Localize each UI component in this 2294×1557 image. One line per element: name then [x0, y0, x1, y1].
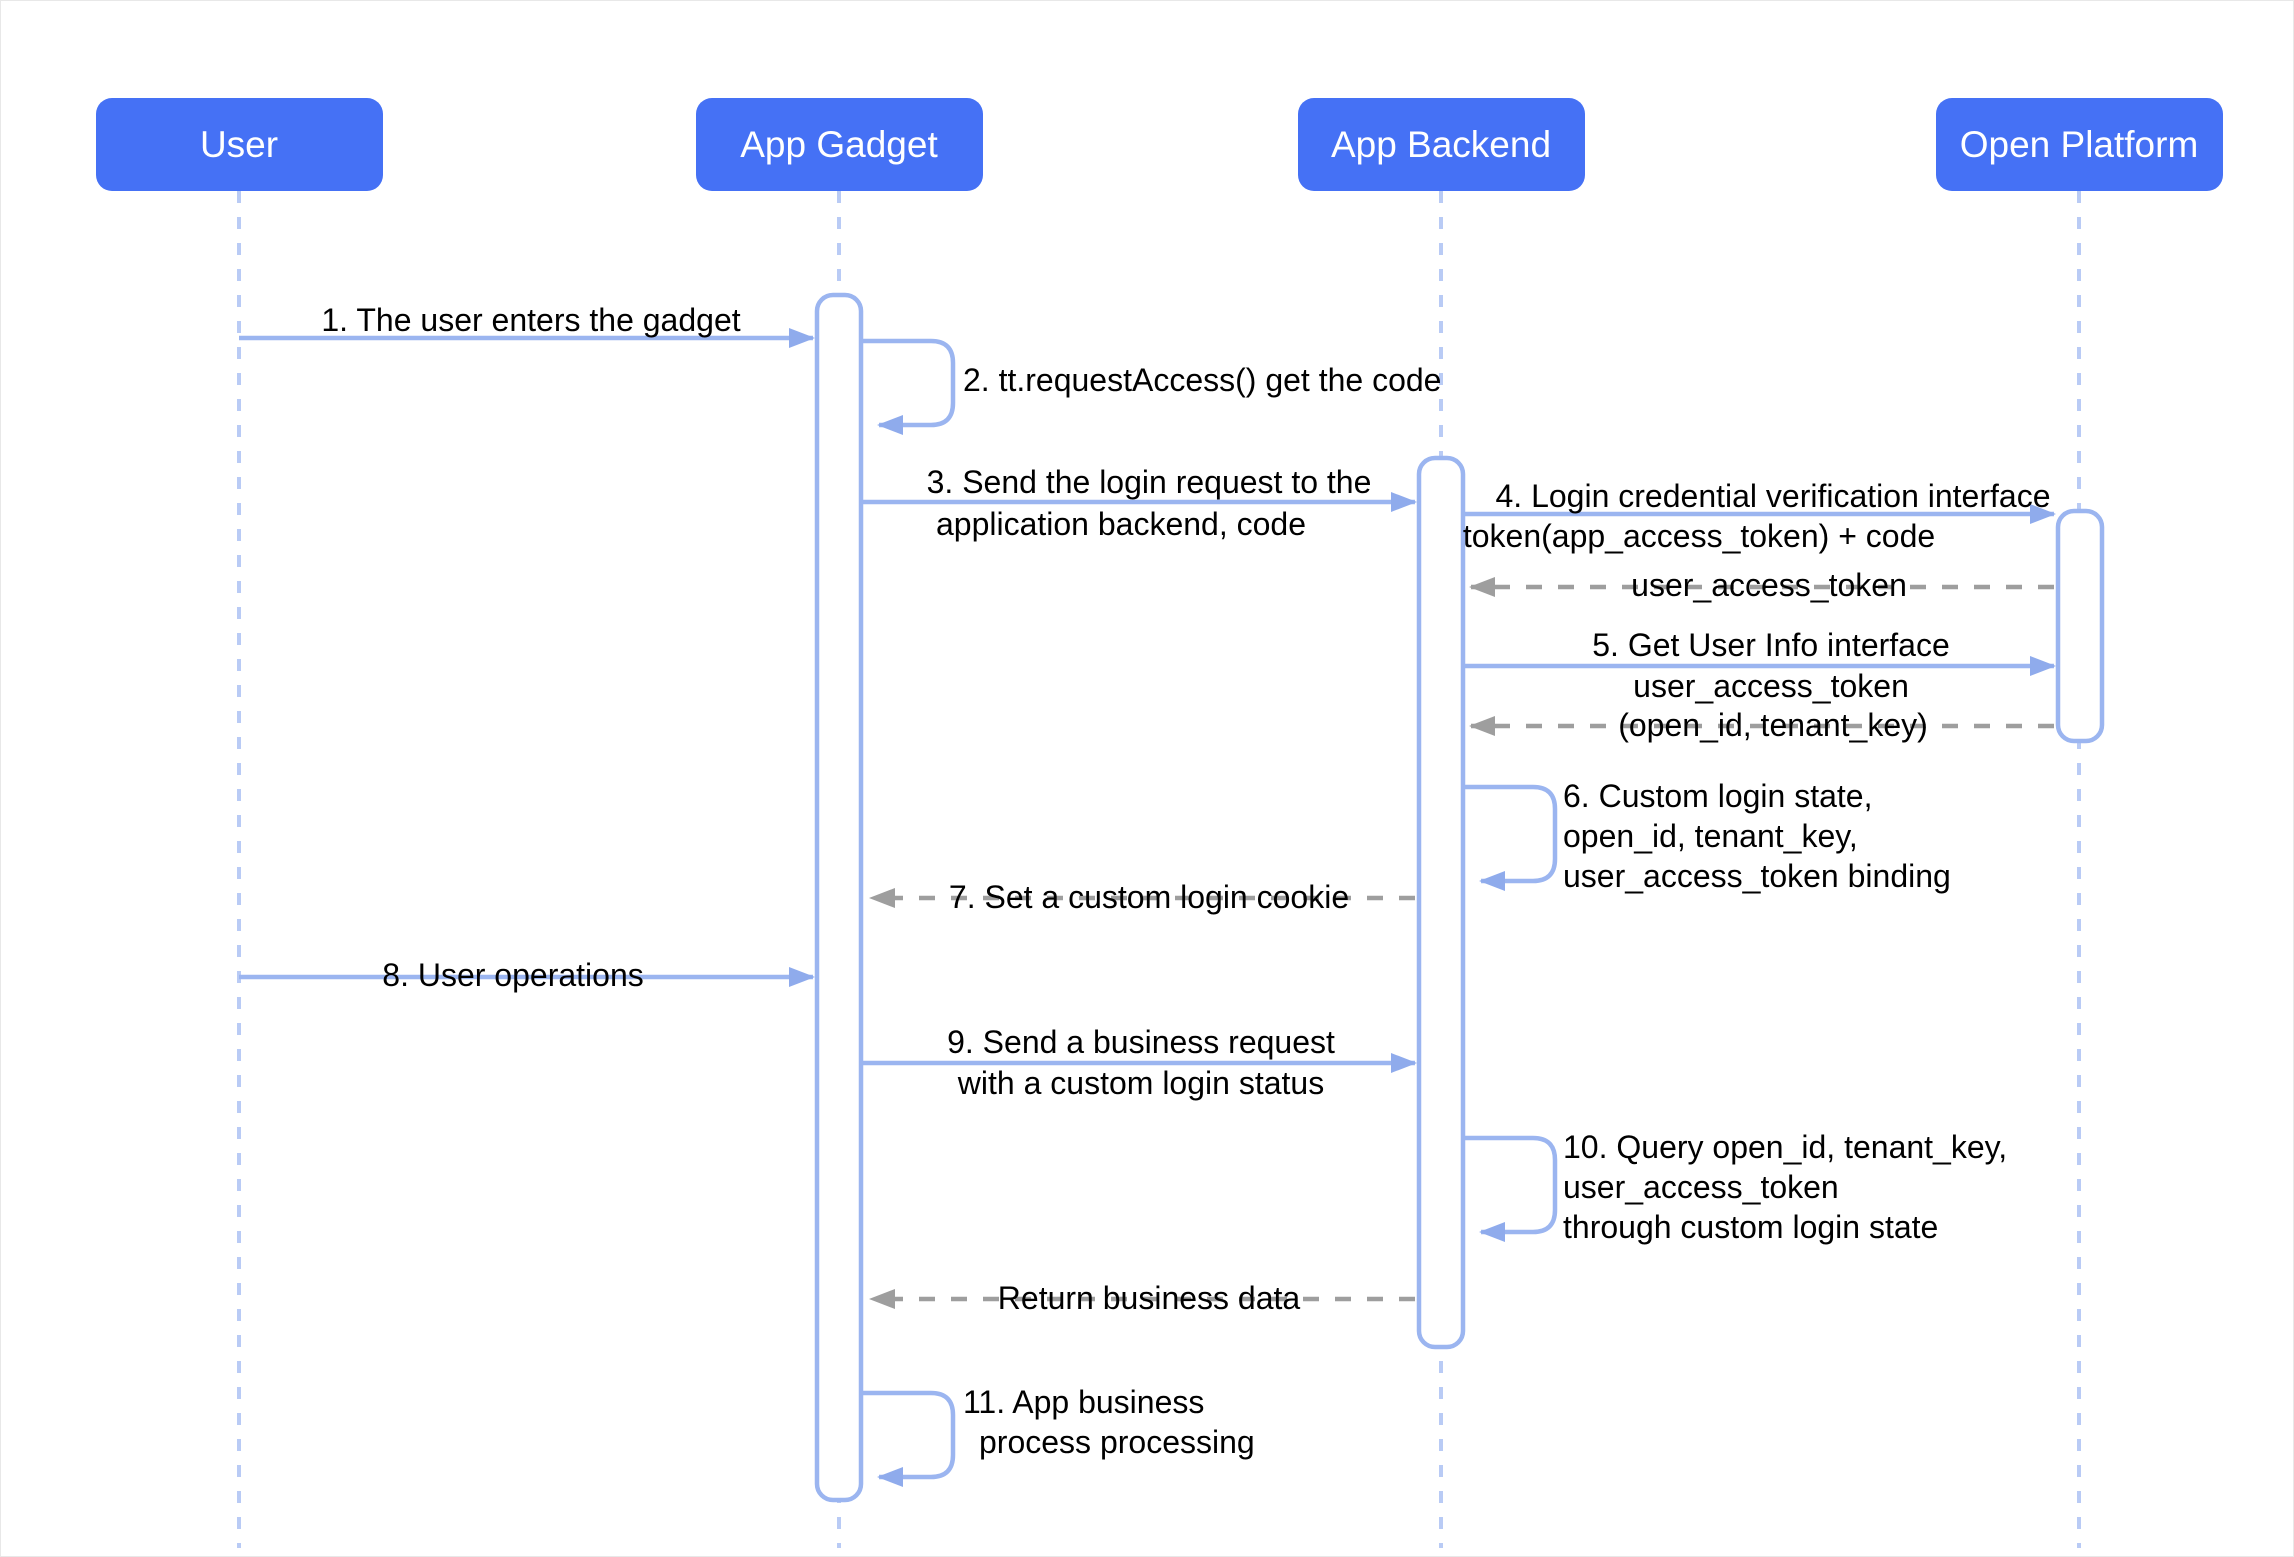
activation-app-gadget: [814, 292, 864, 1503]
actor-box-app-gadget[interactable]: [696, 98, 983, 191]
message-4-label-line2: token(app_access_token) + code: [1463, 518, 1935, 554]
message-4-return: user_access_token: [1469, 567, 2054, 603]
message-11-label-line1: 11. App business: [963, 1384, 1204, 1420]
message-1-label: 1. The user enters the gadget: [321, 302, 740, 338]
actor-label-app-backend: App Backend: [1331, 124, 1551, 165]
message-4-label-line1: 4. Login credential verification interfa…: [1496, 478, 2051, 514]
actor-app-backend[interactable]: App Backend: [1298, 98, 1585, 191]
message-5-label-line2: user_access_token: [1633, 668, 1909, 704]
message-11-label-line2: process processing: [979, 1424, 1255, 1460]
message-4: 4. Login credential verification interfa…: [1463, 478, 2056, 554]
message-10-label-line1: 10. Query open_id, tenant_key,: [1563, 1129, 2007, 1165]
actor-user[interactable]: User: [96, 98, 383, 191]
message-5: 5. Get User Info interface user_access_t…: [1463, 627, 2056, 704]
message-3: 3. Send the login request to the applica…: [861, 464, 1417, 542]
message-9: 9. Send a business request with a custom…: [861, 1024, 1417, 1101]
message-10: 10. Query open_id, tenant_key, user_acce…: [1463, 1129, 2007, 1245]
message-3-label-line2: application backend, code: [936, 506, 1306, 542]
actor-box-app-backend[interactable]: [1298, 98, 1585, 191]
message-6-selfloop: [1463, 784, 1558, 891]
message-5-label-line1: 5. Get User Info interface: [1592, 627, 1950, 663]
message-6-label-line3: user_access_token binding: [1563, 858, 1951, 894]
message-9-label-line1: 9. Send a business request: [947, 1024, 1335, 1060]
message-4-return-label: user_access_token: [1631, 567, 1907, 603]
message-11-selfloop: [861, 1390, 956, 1487]
message-7-label: 7. Set a custom login cookie: [949, 879, 1349, 915]
actor-label-open-platform: Open Platform: [1960, 124, 2199, 165]
message-return-label: Return business data: [998, 1280, 1301, 1316]
message-3-label-line1: 3. Send the login request to the: [927, 464, 1372, 500]
message-7: 7. Set a custom login cookie: [869, 879, 1415, 915]
message-9-label-line2: with a custom login status: [957, 1065, 1324, 1101]
message-6: 6. Custom login state, open_id, tenant_k…: [1463, 778, 1951, 894]
message-8: 8. User operations: [239, 957, 815, 993]
message-5-return-label: (open_id, tenant_key): [1618, 707, 1928, 743]
message-2-label: 2. tt.requestAccess() get the code: [963, 362, 1441, 398]
actor-label-user: User: [200, 124, 278, 165]
activation-app-backend: [1416, 455, 1466, 1350]
message-10-selfloop: [1463, 1135, 1558, 1242]
actor-open-platform[interactable]: Open Platform: [1936, 98, 2223, 191]
message-return-business-data: Return business data: [869, 1280, 1415, 1316]
message-10-label-line2: user_access_token: [1563, 1169, 1839, 1205]
message-1: 1. The user enters the gadget: [239, 302, 815, 348]
message-8-label: 8. User operations: [382, 957, 643, 993]
actor-label-app-gadget: App Gadget: [740, 124, 938, 165]
message-11: 11. App business process processing: [861, 1384, 1255, 1487]
activation-open-platform: [2055, 508, 2105, 744]
actor-app-gadget[interactable]: App Gadget: [696, 98, 983, 191]
message-6-label-line1: 6. Custom login state,: [1563, 778, 1872, 814]
actor-box-open-platform[interactable]: [1936, 98, 2223, 191]
message-5-return: (open_id, tenant_key): [1469, 707, 2054, 743]
actor-box-user[interactable]: [96, 98, 383, 191]
message-6-label-line2: open_id, tenant_key,: [1563, 818, 1858, 854]
message-2-selfloop: [861, 338, 956, 435]
message-2: 2. tt.requestAccess() get the code: [861, 338, 1441, 435]
message-10-label-line3: through custom login state: [1563, 1209, 1938, 1245]
